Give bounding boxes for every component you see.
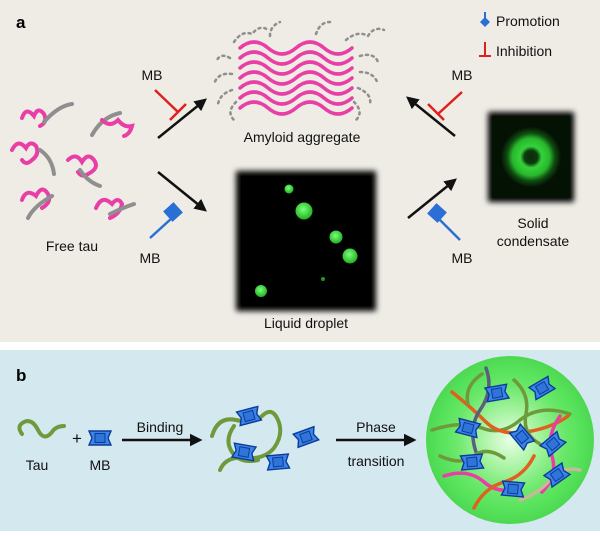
solid-label-line1: Solid	[517, 215, 548, 231]
tau-molecule	[17, 419, 66, 439]
legend-inhibition-label: Inhibition	[496, 43, 552, 59]
mb-label-top-left: MB	[142, 67, 163, 83]
solid-condensate-image	[488, 112, 574, 202]
free-tau-cluster	[10, 102, 136, 220]
tau-mb-complex	[210, 405, 320, 472]
binding-label: Binding	[137, 419, 184, 435]
liquid-droplet-label: Liquid droplet	[264, 315, 348, 331]
tau-label: Tau	[26, 457, 49, 473]
inhibition-icon	[479, 42, 491, 57]
mb-label-panel-b: MB	[90, 457, 111, 473]
liquid-droplet-image	[236, 171, 376, 311]
legend: Promotion Inhibition	[479, 12, 560, 59]
mb-label-top-right: MB	[452, 67, 473, 83]
free-tau-label: Free tau	[46, 238, 98, 254]
arrow-to-amyloid	[157, 98, 207, 139]
arrow-solid-to-amyloid	[406, 96, 456, 137]
panel-a-letter: a	[16, 13, 26, 32]
phase-label-line2: transition	[348, 453, 405, 469]
mb-inhibition-symbol-right	[427, 91, 463, 121]
mb-inhibition-symbol-left	[154, 89, 187, 121]
legend-promotion-label: Promotion	[496, 13, 560, 29]
panel-b-letter: b	[16, 366, 26, 385]
solid-label-line2: condensate	[497, 233, 570, 249]
mb-promotion-symbol-right	[427, 203, 461, 241]
mb-molecule-icon	[88, 430, 112, 446]
arrow-to-droplet	[157, 171, 207, 212]
mb-promotion-symbol-left	[149, 202, 183, 239]
mb-label-bottom-right: MB	[452, 250, 473, 266]
arrow-droplet-to-solid	[407, 178, 457, 219]
amyloid-aggregate	[212, 20, 386, 122]
plus-sign: +	[72, 429, 82, 448]
phase-label-line1: Phase	[356, 419, 396, 435]
condensate-droplet	[426, 356, 594, 524]
amyloid-aggregate-label: Amyloid aggregate	[244, 129, 361, 145]
promotion-icon	[480, 12, 490, 27]
mb-label-bottom-left: MB	[140, 250, 161, 266]
